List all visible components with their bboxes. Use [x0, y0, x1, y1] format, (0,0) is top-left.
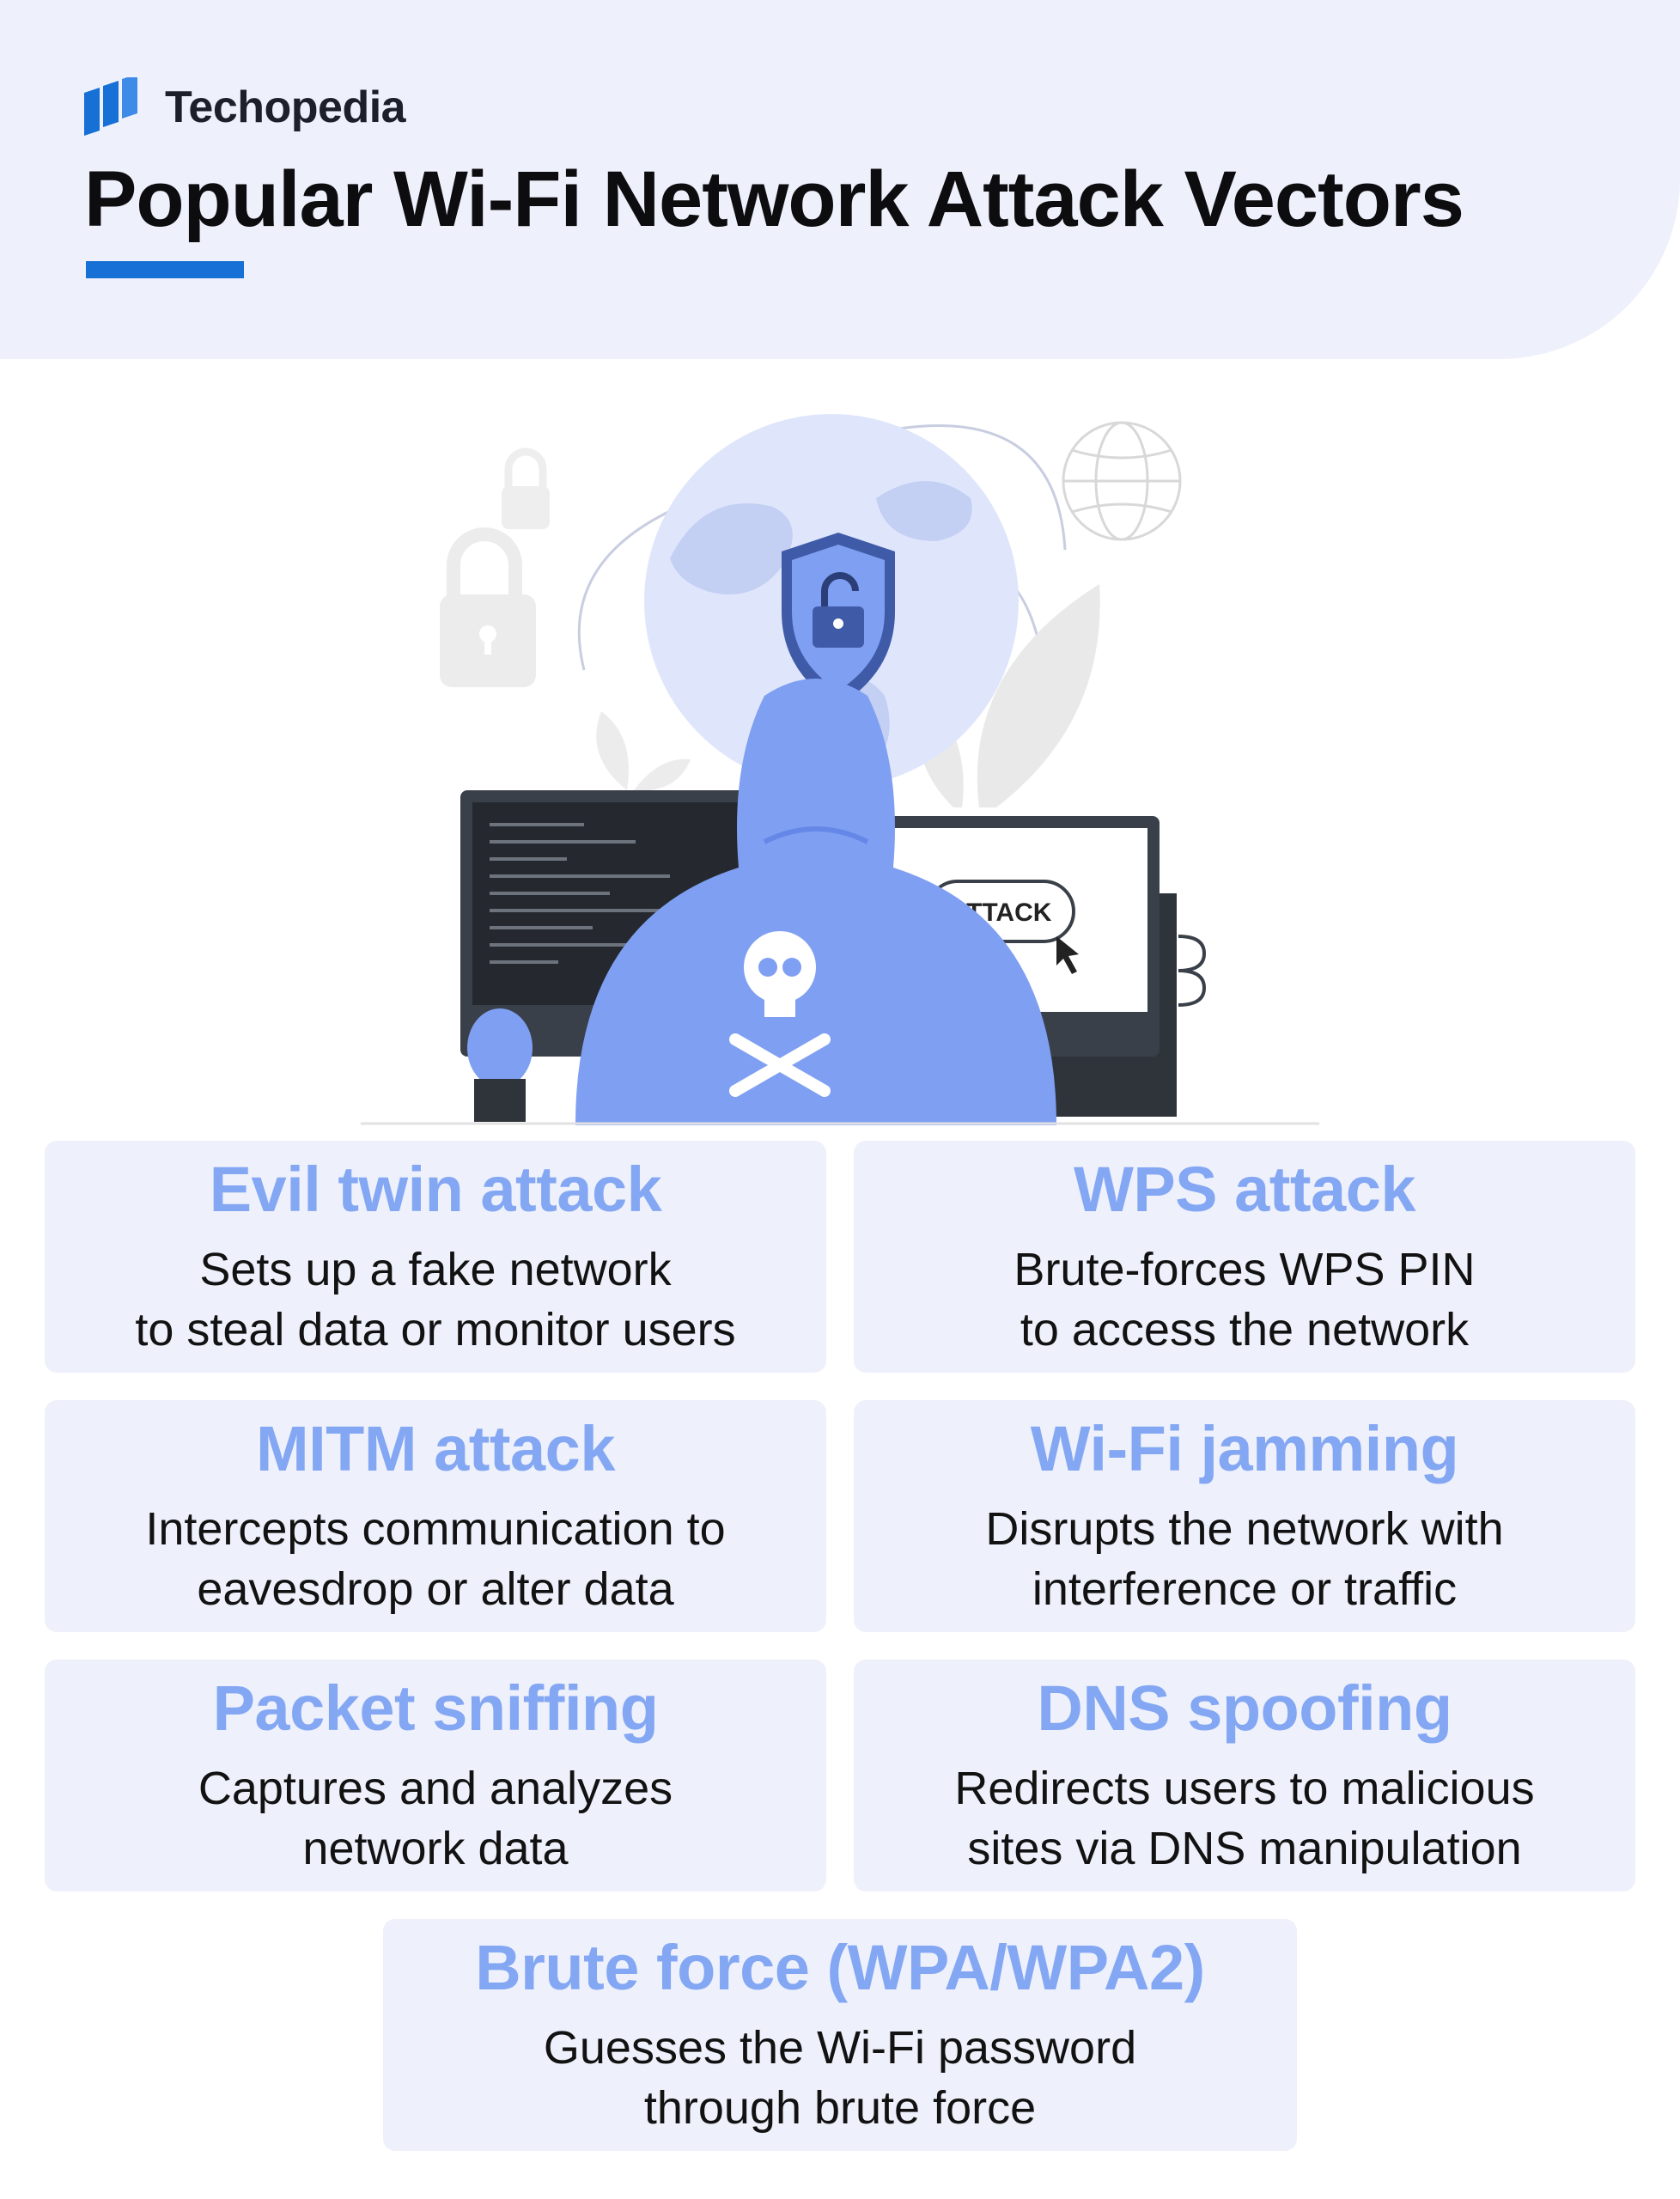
brand-logo[interactable]: Techopedia: [84, 77, 406, 137]
header-banner: Techopedia Popular Wi-Fi Network Attack …: [0, 0, 1680, 359]
card-wps-attack: WPS attack Brute-forces WPS PIN to acces…: [854, 1141, 1635, 1373]
page-title: Popular Wi-Fi Network Attack Vectors: [84, 155, 1464, 243]
sprout-icon: [596, 711, 691, 791]
card-mitm-attack: MITM attack Intercepts communication to …: [45, 1400, 826, 1632]
card-description: Disrupts the network with interference o…: [985, 1503, 1504, 1616]
card-packet-sniffing: Packet sniffing Captures and analyzes ne…: [45, 1660, 826, 1891]
card-title: WPS attack: [1073, 1154, 1416, 1225]
card-description: Redirects users to malicious sites via D…: [954, 1763, 1535, 1875]
card-description: Intercepts communication to eavesdrop or…: [145, 1503, 726, 1616]
hacker-illustration: ATTACK: [361, 414, 1319, 1125]
card-title: DNS spoofing: [1037, 1672, 1452, 1744]
card-brute-force: Brute force (WPA/WPA2) Guesses the Wi-Fi…: [383, 1919, 1297, 2151]
shield-lock-icon: [782, 533, 895, 706]
wire-globe-icon: [1062, 421, 1182, 541]
card-description: Brute-forces WPS PIN to access the netwo…: [1013, 1244, 1476, 1356]
card-title: MITM attack: [255, 1413, 616, 1484]
card-title: Evil twin attack: [209, 1154, 662, 1225]
cursor-icon: [1056, 936, 1079, 974]
card-description: Captures and analyzes network data: [198, 1763, 673, 1875]
card-dns-spoofing: DNS spoofing Redirects users to maliciou…: [854, 1660, 1635, 1891]
card-description: Sets up a fake network to steal data or …: [135, 1244, 736, 1356]
skull-crossbones-icon: [729, 931, 831, 1097]
card-title: Wi-Fi jamming: [1030, 1413, 1459, 1484]
techopedia-logo-icon: [84, 77, 137, 136]
card-wifi-jamming: Wi-Fi jamming Disrupts the network with …: [854, 1400, 1635, 1632]
card-title: Brute force (WPA/WPA2): [475, 1932, 1205, 2003]
cactus-icon: [467, 1008, 533, 1122]
card-title: Packet sniffing: [212, 1672, 659, 1744]
card-evil-twin: Evil twin attack Sets up a fake network …: [45, 1141, 826, 1373]
brand-name: Techopedia: [165, 82, 406, 132]
card-description: Guesses the Wi-Fi password through brute…: [543, 2022, 1137, 2135]
hacker-figure: [575, 679, 1056, 1125]
title-underline: [86, 261, 244, 278]
padlock-icon: [440, 527, 536, 687]
small-padlock-icon: [502, 448, 550, 529]
